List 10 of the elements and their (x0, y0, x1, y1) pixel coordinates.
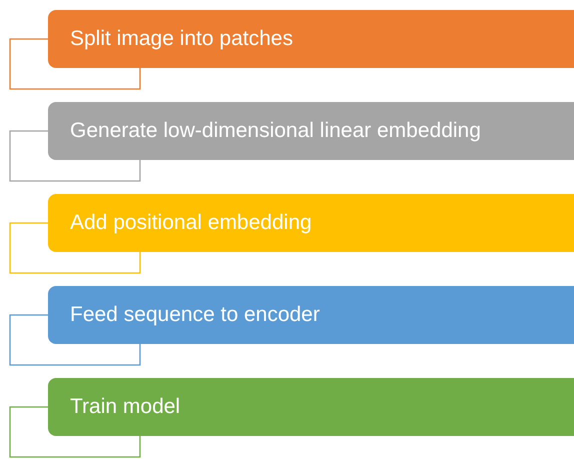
step-bar (48, 102, 574, 160)
step-label: Train model (70, 395, 180, 419)
step-label: Split image into patches (70, 27, 293, 51)
step-label: Feed sequence to encoder (70, 303, 320, 327)
step-bar (48, 10, 574, 68)
step-bar (48, 286, 574, 344)
step-label: Generate low-dimensional linear embedding (70, 119, 481, 143)
step-bar (48, 194, 574, 252)
step-bar (48, 378, 574, 436)
step-label: Add positional embedding (70, 211, 312, 235)
